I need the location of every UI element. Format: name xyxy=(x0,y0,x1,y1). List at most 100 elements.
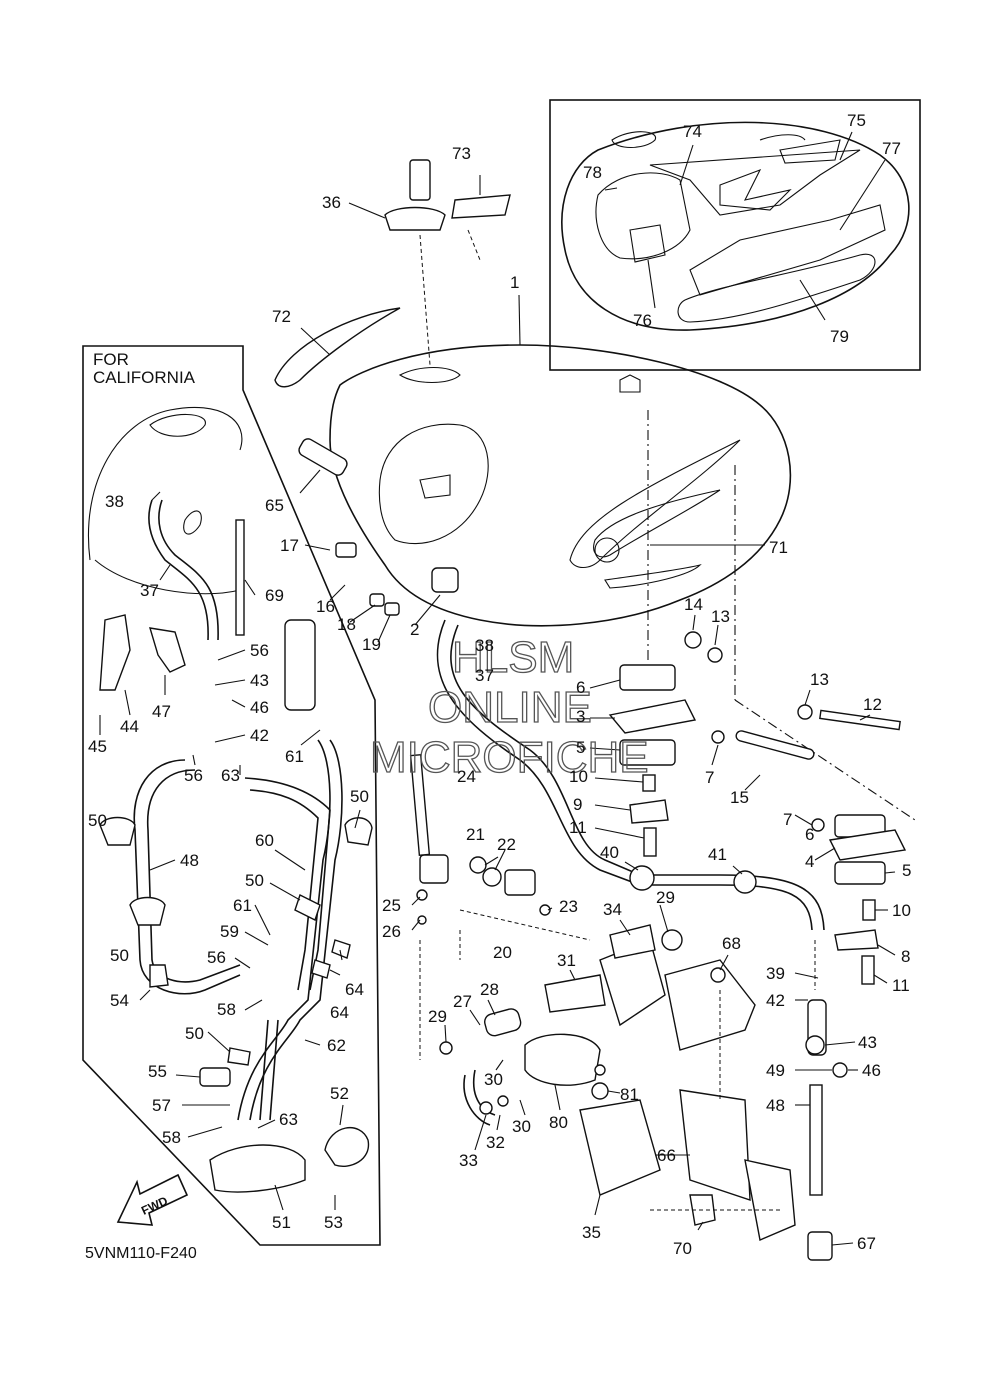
callout-1: 1 xyxy=(510,273,519,292)
callout-56a: 56 xyxy=(250,641,269,660)
callout-67: 67 xyxy=(857,1234,876,1253)
callout-5b: 5 xyxy=(902,861,911,880)
callout-35: 35 xyxy=(582,1223,601,1242)
callout-27: 27 xyxy=(453,992,472,1011)
callout-23: 23 xyxy=(559,897,578,916)
callout-11b: 11 xyxy=(892,976,910,995)
callout-66: 66 xyxy=(657,1146,676,1165)
callout-3: 3 xyxy=(576,707,585,726)
callout-79: 79 xyxy=(830,327,849,346)
fuel-system xyxy=(409,619,848,1261)
callout-24: 24 xyxy=(457,767,476,786)
callout-58a: 58 xyxy=(217,1000,236,1019)
california-inset xyxy=(82,345,381,1246)
callout-50a: 50 xyxy=(88,811,107,830)
callout-61b: 61 xyxy=(233,896,252,915)
callout-40: 40 xyxy=(600,843,619,862)
callout-50c: 50 xyxy=(245,871,264,890)
callout-56b: 56 xyxy=(184,766,203,785)
fwd-arrow: FWD xyxy=(116,1173,189,1226)
callout-21: 21 xyxy=(466,825,485,844)
callout-55: 55 xyxy=(148,1062,167,1081)
california-label-line1: FOR xyxy=(93,350,129,369)
callout-50d: 50 xyxy=(110,946,129,965)
callout-47: 47 xyxy=(152,702,171,721)
callout-19: 19 xyxy=(362,635,381,654)
callout-42b: 42 xyxy=(766,991,785,1010)
callout-numbers: 1 2 3 4 5 5 6 6 7 7 8 9 10 10 11 11 12 1… xyxy=(88,111,911,1258)
callout-13b: 13 xyxy=(810,670,829,689)
callout-81: 81 xyxy=(620,1085,639,1104)
callout-61a: 61 xyxy=(285,747,304,766)
callout-25: 25 xyxy=(382,896,401,915)
diagram-code: 5VNM110-F240 xyxy=(85,1245,197,1262)
callout-58b: 58 xyxy=(162,1128,181,1147)
callout-69: 69 xyxy=(265,586,284,605)
callout-10a: 10 xyxy=(569,767,588,786)
watermark-line2: ONLINE xyxy=(428,683,592,732)
callout-7b: 7 xyxy=(783,810,792,829)
callout-13a: 13 xyxy=(711,607,730,626)
callout-48b: 48 xyxy=(766,1096,785,1115)
callout-70: 70 xyxy=(673,1239,692,1258)
callout-6b: 6 xyxy=(805,825,814,844)
callout-36: 36 xyxy=(322,193,341,212)
callout-73: 73 xyxy=(452,144,471,163)
callout-7a: 7 xyxy=(705,768,714,787)
callout-60: 60 xyxy=(255,831,274,850)
callout-5a: 5 xyxy=(576,738,585,757)
callout-42a: 42 xyxy=(250,726,269,745)
callout-15: 15 xyxy=(730,788,749,807)
callout-43a: 43 xyxy=(250,671,269,690)
callout-64b: 64 xyxy=(330,1003,349,1022)
callout-50e: 50 xyxy=(185,1024,204,1043)
callout-34: 34 xyxy=(603,900,622,919)
callout-52: 52 xyxy=(330,1084,349,1103)
callout-68: 68 xyxy=(722,934,741,953)
callout-16: 16 xyxy=(316,597,335,616)
callout-26: 26 xyxy=(382,922,401,941)
decal-inset xyxy=(549,99,921,371)
watermark: HLSM ONLINE MICROFICHE xyxy=(369,632,649,782)
callout-46a: 46 xyxy=(250,698,269,717)
callout-2: 2 xyxy=(410,620,419,639)
callout-32: 32 xyxy=(486,1133,505,1152)
callout-57: 57 xyxy=(152,1096,171,1115)
callout-71: 71 xyxy=(769,538,788,557)
callout-46b: 46 xyxy=(862,1061,881,1080)
callout-29a: 29 xyxy=(428,1007,447,1026)
callout-30b: 30 xyxy=(512,1117,531,1136)
callout-78: 78 xyxy=(583,163,602,182)
callout-44: 44 xyxy=(120,717,139,736)
callout-77: 77 xyxy=(882,139,901,158)
callout-9: 9 xyxy=(573,795,582,814)
callout-48a: 48 xyxy=(180,851,199,870)
callout-33: 33 xyxy=(459,1151,478,1170)
callout-38a: 38 xyxy=(105,492,124,511)
fwd-label: FWD xyxy=(139,1193,170,1217)
callout-51: 51 xyxy=(272,1213,291,1232)
callout-31: 31 xyxy=(557,951,576,970)
tank-emblem-72 xyxy=(274,307,401,388)
callout-64a: 64 xyxy=(345,980,364,999)
callout-37b: 37 xyxy=(475,666,494,685)
callout-18: 18 xyxy=(337,615,356,634)
callout-45: 45 xyxy=(88,737,107,756)
callout-22: 22 xyxy=(497,835,516,854)
callout-30a: 30 xyxy=(484,1070,503,1089)
callout-20: 20 xyxy=(493,943,512,962)
callout-11a: 11 xyxy=(569,818,587,837)
mounting-hardware xyxy=(608,410,916,985)
callout-72: 72 xyxy=(272,307,291,326)
callout-62: 62 xyxy=(327,1036,346,1055)
callout-63b: 63 xyxy=(279,1110,298,1129)
leader-lines xyxy=(99,175,896,1246)
callout-49: 49 xyxy=(766,1061,785,1080)
callout-10b: 10 xyxy=(892,901,911,920)
callout-43b: 43 xyxy=(858,1033,877,1052)
fuel-tank xyxy=(274,159,792,627)
watermark-line1: HLSM xyxy=(452,633,574,682)
callout-80: 80 xyxy=(549,1113,568,1132)
callout-76: 76 xyxy=(633,311,652,330)
